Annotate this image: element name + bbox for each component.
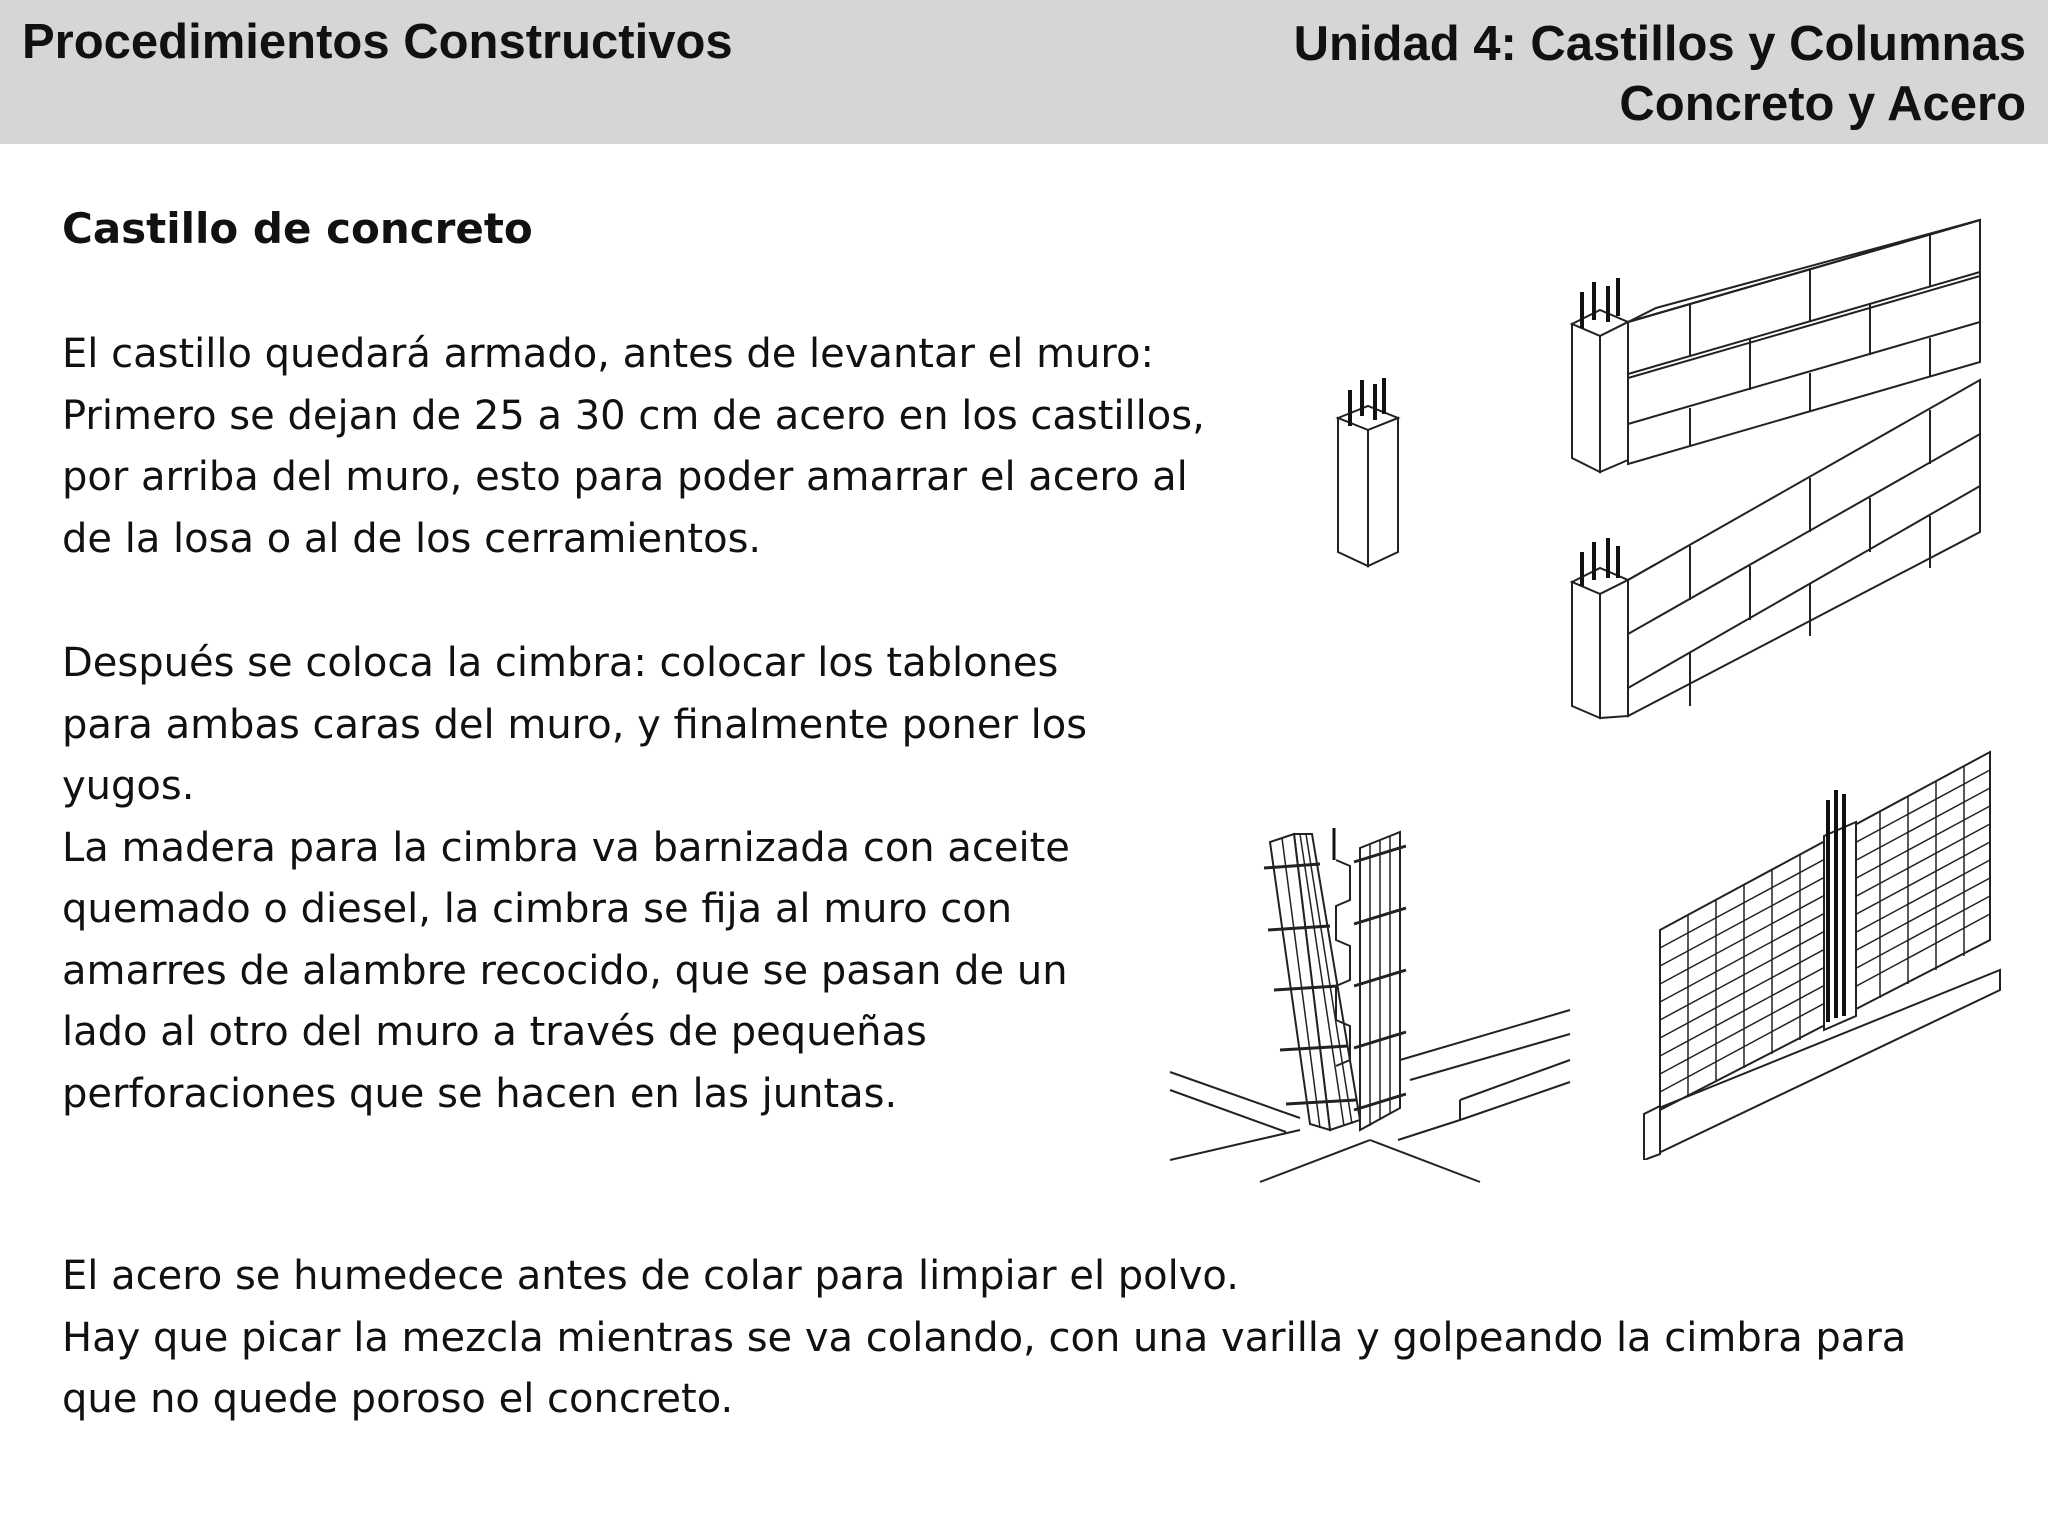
header-bar: Procedimientos Constructivos Unidad 4: C… xyxy=(0,0,2048,144)
formwork-corner-illustration xyxy=(1169,828,1571,1183)
column-rebar-illustration xyxy=(1335,378,1401,568)
unit-title: Unidad 4: Castillos y Columnas Concreto … xyxy=(1294,14,2026,134)
paragraph-3-line: El acero se humedece antes de colar para… xyxy=(62,1253,1239,1299)
paragraph-3-line: que no quede poroso el concreto. xyxy=(62,1376,734,1422)
paragraph-2-line: para ambas caras del muro, y finalmente … xyxy=(62,701,1088,748)
paragraph-2-line: quemado o diesel, la cimbra se fija al m… xyxy=(62,886,1013,932)
course-title: Procedimientos Constructivos xyxy=(22,15,733,69)
paragraph-1-line: de la losa o al de los cerramientos. xyxy=(62,515,762,562)
wall-column-upper-illustration xyxy=(1569,218,1981,474)
paragraph-2-line: perforaciones que se hacen en las juntas… xyxy=(62,1070,898,1117)
unit-title-line-2: Concreto y Acero xyxy=(1619,77,2026,131)
paragraph-1-line: El castillo quedará armado, antes de lev… xyxy=(62,331,1154,377)
wall-column-lower-illustration xyxy=(1569,378,1981,720)
unit-title-line-1: Unidad 4: Castillos y Columnas xyxy=(1293,17,2026,71)
paragraph-3: El acero se humedece antes de colar para… xyxy=(62,1246,1906,1431)
paragraph-2-line: amarres de alambre recocido, que se pasa… xyxy=(62,947,1068,994)
brick-wall-rebar-illustration xyxy=(1643,750,2001,1160)
paragraph-1-line: Primero se dejan de 25 a 30 cm de acero … xyxy=(62,392,1205,439)
paragraph-2: Después se coloca la cimbra: colocar los… xyxy=(62,633,1087,1125)
paragraph-1: El castillo quedará armado, antes de lev… xyxy=(62,324,1205,570)
paragraph-1-line: por arriba del muro, esto para poder ama… xyxy=(62,454,1188,500)
section-title: Castillo de concreto xyxy=(62,204,533,253)
paragraph-2-line: Después se coloca la cimbra: colocar los… xyxy=(62,640,1059,686)
paragraph-2-line: lado al otro del muro a través de pequeñ… xyxy=(62,1009,927,1055)
paragraph-3-line: Hay que picar la mezcla mientras se va c… xyxy=(62,1314,1907,1361)
paragraph-2-line: yugos. xyxy=(62,763,195,809)
paragraph-2-line: La madera para la cimbra va barnizada co… xyxy=(62,824,1070,871)
